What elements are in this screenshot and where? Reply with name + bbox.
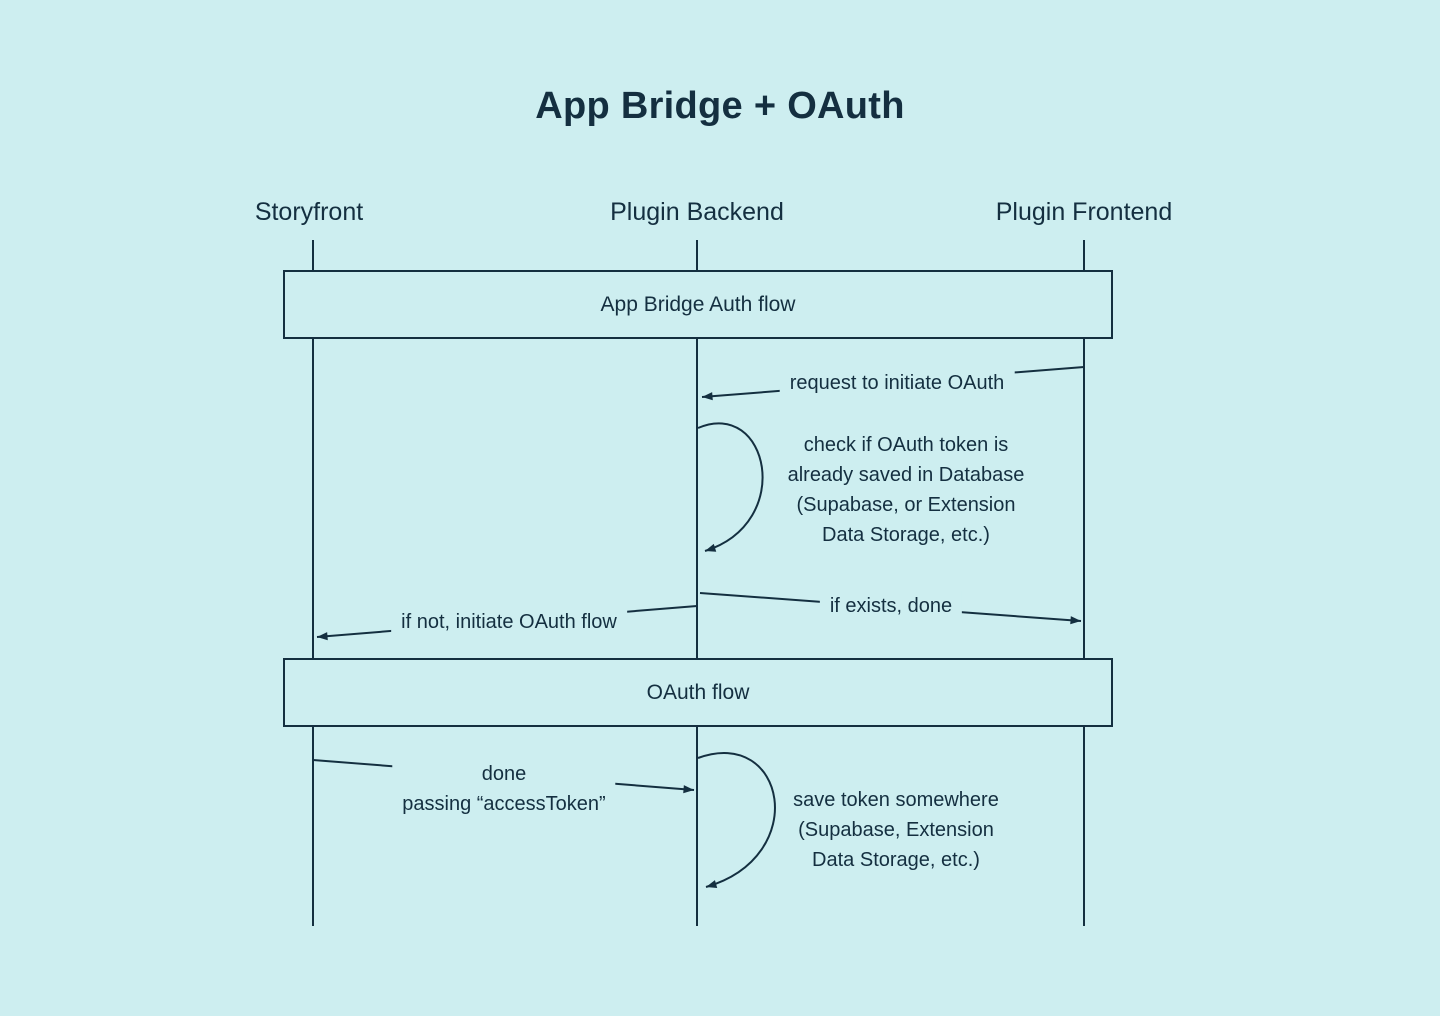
message-if-exists-done: if exists, done — [819, 591, 963, 621]
self-loop-save-token — [697, 751, 776, 888]
actor-label-storyfront: Storyfront — [254, 198, 364, 226]
frame-oauth-flow-label: OAuth flow — [646, 680, 750, 704]
message-check-token-saved: check if OAuth token is already saved in… — [787, 434, 1025, 546]
self-loop-check-token — [697, 422, 764, 552]
frame-app-bridge-auth-flow-label: App Bridge Auth flow — [600, 292, 796, 316]
message-done-passing-access-token: done passing “accessToken” — [392, 759, 616, 819]
message-save-token-somewhere: save token somewhere (Supabase, Extensio… — [793, 789, 999, 871]
diagram-title: App Bridge + OAuth — [535, 85, 905, 127]
frame-app-bridge-auth-flow: App Bridge Auth flow — [283, 270, 1113, 339]
frame-oauth-flow: OAuth flow — [283, 658, 1113, 727]
message-request-initiate-oauth: request to initiate OAuth — [779, 368, 1015, 398]
actor-label-plugin-frontend: Plugin Frontend — [995, 198, 1173, 226]
actor-label-plugin-backend: Plugin Backend — [610, 198, 784, 226]
message-if-not-initiate-oauth: if not, initiate OAuth flow — [391, 607, 627, 637]
